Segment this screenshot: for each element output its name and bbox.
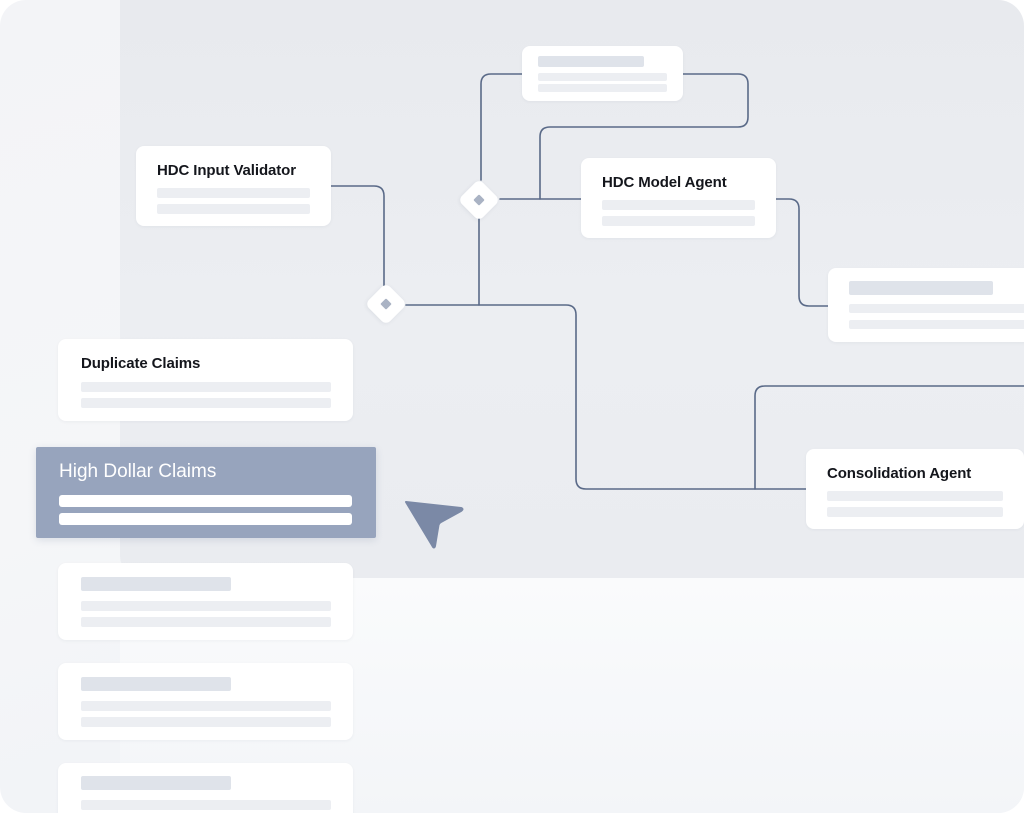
placeholder-line (538, 84, 667, 92)
placeholder-line (602, 216, 755, 226)
sidebar-item-label: Duplicate Claims (81, 355, 201, 372)
junction-dot (380, 298, 392, 310)
placeholder-line (827, 491, 1003, 501)
placeholder-title-bar (538, 56, 644, 67)
sidebar-item-placeholder[interactable] (58, 663, 353, 740)
sidebar-item-placeholder[interactable] (58, 763, 353, 813)
node-title: Consolidation Agent (827, 465, 972, 482)
placeholder-line (849, 320, 1024, 329)
workflow-node-placeholder-right[interactable] (828, 268, 1024, 342)
placeholder-title-bar (81, 776, 231, 790)
placeholder-title-bar (849, 281, 993, 295)
placeholder-line (827, 507, 1003, 517)
sidebar-item-placeholder[interactable] (58, 563, 353, 640)
placeholder-line (157, 188, 310, 198)
sidebar-item-duplicate-claims[interactable]: Duplicate Claims (58, 339, 353, 421)
node-title: HDC Model Agent (602, 174, 727, 191)
connector-consolidation-branch (754, 385, 1024, 490)
placeholder-line (81, 398, 331, 408)
connector-top-card-loop (539, 73, 749, 200)
connector-junction-horizontal (405, 304, 807, 490)
pointer-arrow-icon (405, 501, 464, 549)
connector-junction-to-top-card (480, 73, 524, 181)
workflow-node-input-validator[interactable]: HDC Input Validator (136, 146, 331, 226)
connector-model-to-right-card (775, 198, 829, 307)
placeholder-title-bar (81, 577, 231, 591)
node-title: HDC Input Validator (157, 162, 296, 179)
placeholder-line (81, 800, 331, 810)
workflow-node-consolidation-agent[interactable]: Consolidation Agent (806, 449, 1024, 529)
sidebar-item-high-dollar-claims[interactable]: High Dollar Claims (36, 447, 376, 538)
placeholder-line (849, 304, 1024, 313)
placeholder-line (81, 701, 331, 711)
workflow-node-placeholder-top[interactable] (522, 46, 683, 101)
workflow-node-model-agent[interactable]: HDC Model Agent (581, 158, 776, 238)
placeholder-line (81, 617, 331, 627)
placeholder-line (81, 382, 331, 392)
placeholder-line (602, 200, 755, 210)
placeholder-title-bar (81, 677, 231, 691)
junction-dot (473, 194, 485, 206)
placeholder-line (59, 495, 352, 507)
placeholder-line (81, 717, 331, 727)
placeholder-line (157, 204, 310, 214)
placeholder-line (538, 73, 667, 81)
sidebar-item-label: High Dollar Claims (59, 461, 217, 482)
placeholder-line (59, 513, 352, 525)
connector-validator-to-junction (330, 185, 385, 297)
placeholder-line (81, 601, 331, 611)
